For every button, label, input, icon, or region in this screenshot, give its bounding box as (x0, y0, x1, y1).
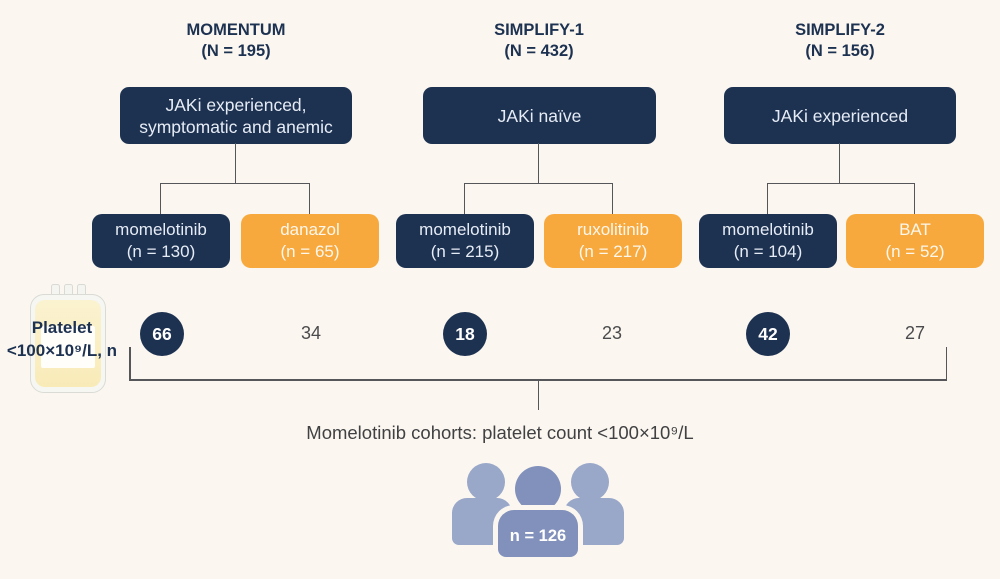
arm-n: (n = 130) (126, 242, 196, 261)
blood-bag-icon (30, 284, 108, 394)
trial-header-simplify1: SIMPLIFY-1 (N = 432) (434, 20, 644, 62)
connector-drop (914, 183, 916, 215)
summary-caption: Momelotinib cohorts: platelet count <100… (306, 422, 694, 443)
population-label: JAKi naïve (497, 105, 582, 126)
population-box-simplify2: JAKi experienced (724, 87, 956, 144)
arm-n: (n = 215) (430, 242, 500, 261)
trial-n: (N = 195) (201, 42, 271, 60)
population-box-momentum: JAKi experienced, symptomatic and anemic (120, 87, 352, 144)
arm-box-momelotinib: momelotinib (n = 215) (396, 214, 534, 268)
platelet-count: 42 (758, 323, 778, 344)
arm-drug: BAT (899, 220, 931, 239)
population-label: JAKi experienced (771, 105, 909, 126)
bracket-right-tick (945, 347, 947, 380)
arm-n: (n = 104) (733, 242, 803, 261)
people-group-icon (467, 463, 505, 501)
connector-bar (768, 183, 915, 185)
arm-box-momelotinib: momelotinib (n = 130) (92, 214, 230, 268)
connector-bar (161, 183, 310, 185)
trial-name: SIMPLIFY-2 (795, 21, 885, 39)
population-box-simplify1: JAKi naïve (423, 87, 656, 144)
platelet-row-label: Platelet <100×10⁹/L, n (0, 316, 124, 362)
connector-stem (235, 143, 237, 183)
trial-name: MOMENTUM (186, 21, 286, 39)
arm-n: (n = 65) (280, 242, 340, 261)
platelet-count: 23 (601, 323, 623, 343)
platelet-row-label-line2: <100×10⁹/L, n (6, 341, 118, 360)
connector-stem (839, 143, 841, 183)
platelet-count: 34 (300, 323, 322, 343)
people-group-icon (571, 463, 609, 501)
platelet-row-label-line1: Platelet (31, 318, 93, 337)
arm-box-momelotinib: momelotinib (n = 104) (699, 214, 837, 268)
arm-drug: danazol (280, 220, 340, 239)
trial-name: SIMPLIFY-1 (494, 21, 584, 39)
platelet-count: 66 (152, 323, 172, 344)
arm-drug: momelotinib (115, 220, 207, 239)
arm-drug: momelotinib (419, 220, 511, 239)
arm-n: (n = 52) (885, 242, 945, 261)
arm-drug: ruxolitinib (577, 220, 649, 239)
bracket-left-tick (129, 347, 131, 380)
connector-drop (612, 183, 614, 215)
connector-bar (465, 183, 613, 185)
trial-header-momentum: MOMENTUM (N = 195) (131, 20, 341, 62)
trial-n: (N = 432) (504, 42, 574, 60)
connector-drop (309, 183, 311, 215)
arm-box-ruxolitinib: ruxolitinib (n = 217) (544, 214, 682, 268)
arm-drug: momelotinib (722, 220, 814, 239)
platelet-count-circle: 66 (140, 312, 184, 356)
people-group-icon (515, 466, 561, 512)
connector-drop (767, 183, 769, 215)
platelet-count-circle: 18 (443, 312, 487, 356)
bag-label (41, 326, 95, 368)
trial-n: (N = 156) (805, 42, 875, 60)
bracket-center-tick (537, 379, 539, 410)
connector-drop (464, 183, 466, 215)
connector-stem (538, 143, 540, 183)
connector-drop (160, 183, 162, 215)
summary-n-badge: n = 126 (498, 510, 578, 557)
platelet-count: 27 (904, 323, 926, 343)
arm-box-danazol: danazol (n = 65) (241, 214, 379, 268)
summary-n-label: n = 126 (509, 527, 567, 545)
population-label: JAKi experienced, symptomatic and anemic (139, 94, 333, 137)
trial-header-simplify2: SIMPLIFY-2 (N = 156) (735, 20, 945, 62)
arm-n: (n = 217) (578, 242, 648, 261)
platelet-count: 18 (455, 323, 475, 344)
platelet-count-circle: 42 (746, 312, 790, 356)
arm-box-bat: BAT (n = 52) (846, 214, 984, 268)
